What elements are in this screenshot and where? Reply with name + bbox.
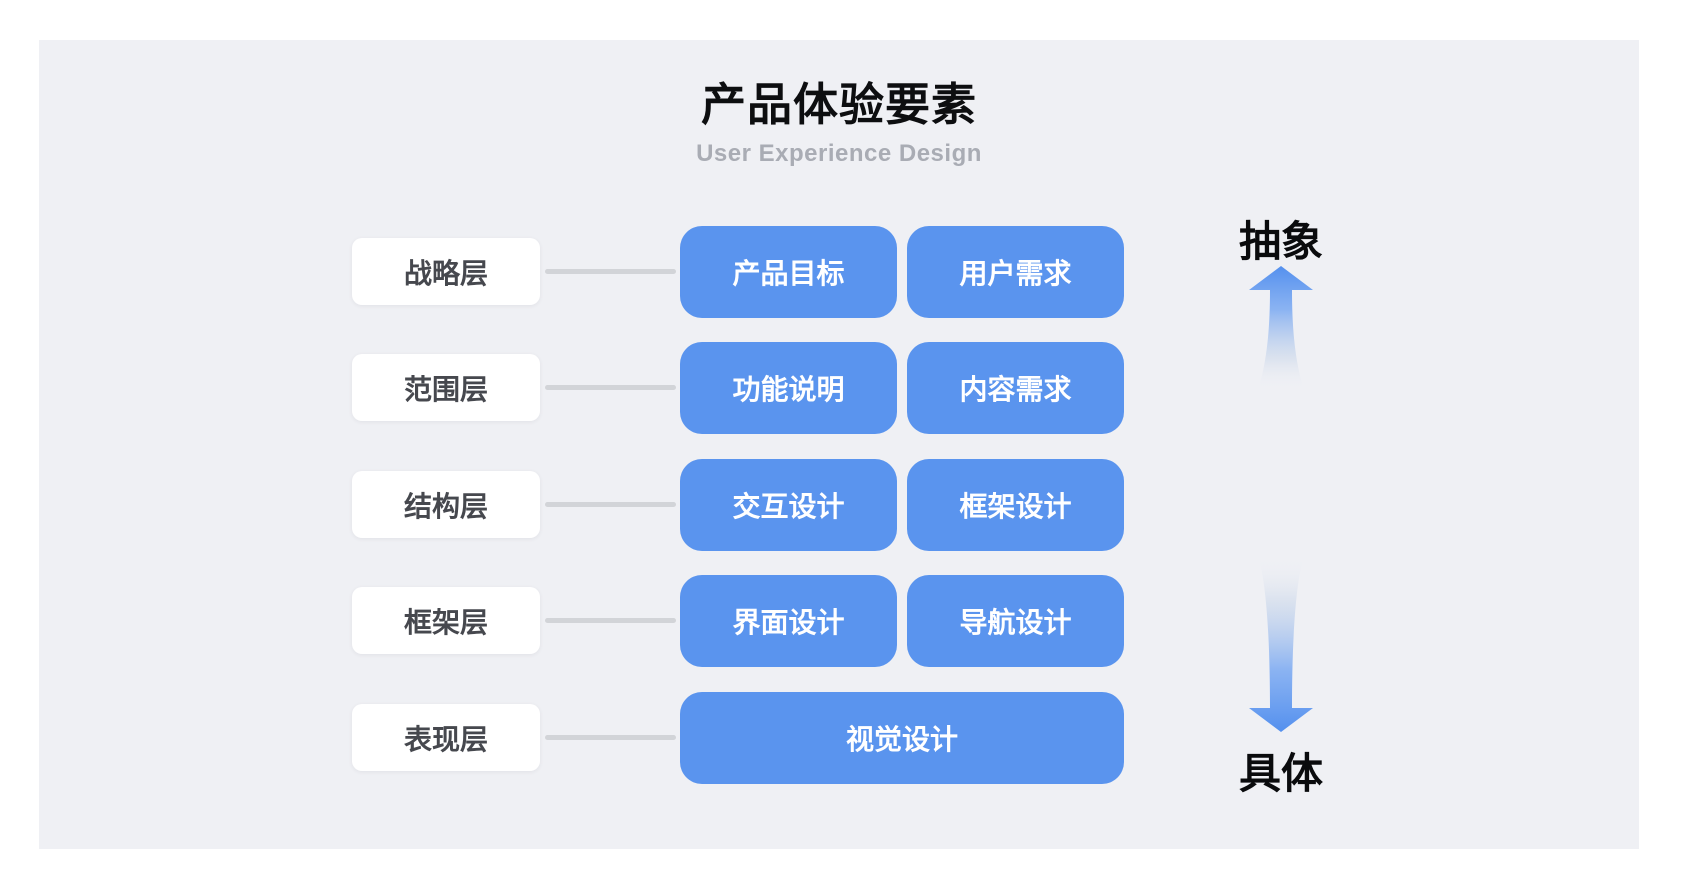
node-box: 用户需求 [907, 226, 1124, 318]
layer-row-skeleton: 框架层 界面设计 导航设计 [352, 575, 1124, 667]
layer-label: 范围层 [352, 354, 540, 421]
node-box: 导航设计 [907, 575, 1124, 667]
connector-line [545, 385, 676, 390]
layer-label: 战略层 [352, 238, 540, 305]
layer-label: 表现层 [352, 704, 540, 771]
node-box: 交互设计 [680, 459, 897, 551]
layer-row-strategy: 战略层 产品目标 用户需求 [352, 226, 1124, 318]
layer-row-scope: 范围层 功能说明 内容需求 [352, 342, 1124, 434]
layer-items: 界面设计 导航设计 [680, 575, 1124, 667]
node-box-wide: 视觉设计 [680, 692, 1124, 784]
page-title: 产品体验要素 [700, 79, 977, 130]
connector-line [545, 735, 676, 740]
gradient-arrow-up-icon [1249, 266, 1313, 390]
layer-items: 产品目标 用户需求 [680, 226, 1124, 318]
node-box: 框架设计 [907, 459, 1124, 551]
layer-items: 交互设计 框架设计 [680, 459, 1124, 551]
connector-line [545, 618, 676, 623]
layer-label: 结构层 [352, 471, 540, 538]
layer-row-structure: 结构层 交互设计 框架设计 [352, 459, 1124, 551]
connector-line [545, 269, 676, 274]
diagram-header: 产品体验要素 User Experience Design [39, 80, 1639, 168]
axis-label-concrete: 具体 [1238, 750, 1323, 797]
node-box: 界面设计 [680, 575, 897, 667]
layer-items: 功能说明 内容需求 [680, 342, 1124, 434]
node-box: 功能说明 [680, 342, 897, 434]
node-box: 产品目标 [680, 226, 897, 318]
node-box: 内容需求 [907, 342, 1124, 434]
connector-line [545, 502, 676, 507]
gradient-arrow-down-icon [1249, 556, 1313, 732]
layer-row-surface: 表现层 视觉设计 [352, 692, 1124, 784]
layer-items: 视觉设计 [680, 692, 1124, 784]
axis-label-abstract: 抽象 [1238, 218, 1323, 265]
page-subtitle: User Experience Design [696, 139, 982, 167]
layer-label: 框架层 [352, 587, 540, 654]
